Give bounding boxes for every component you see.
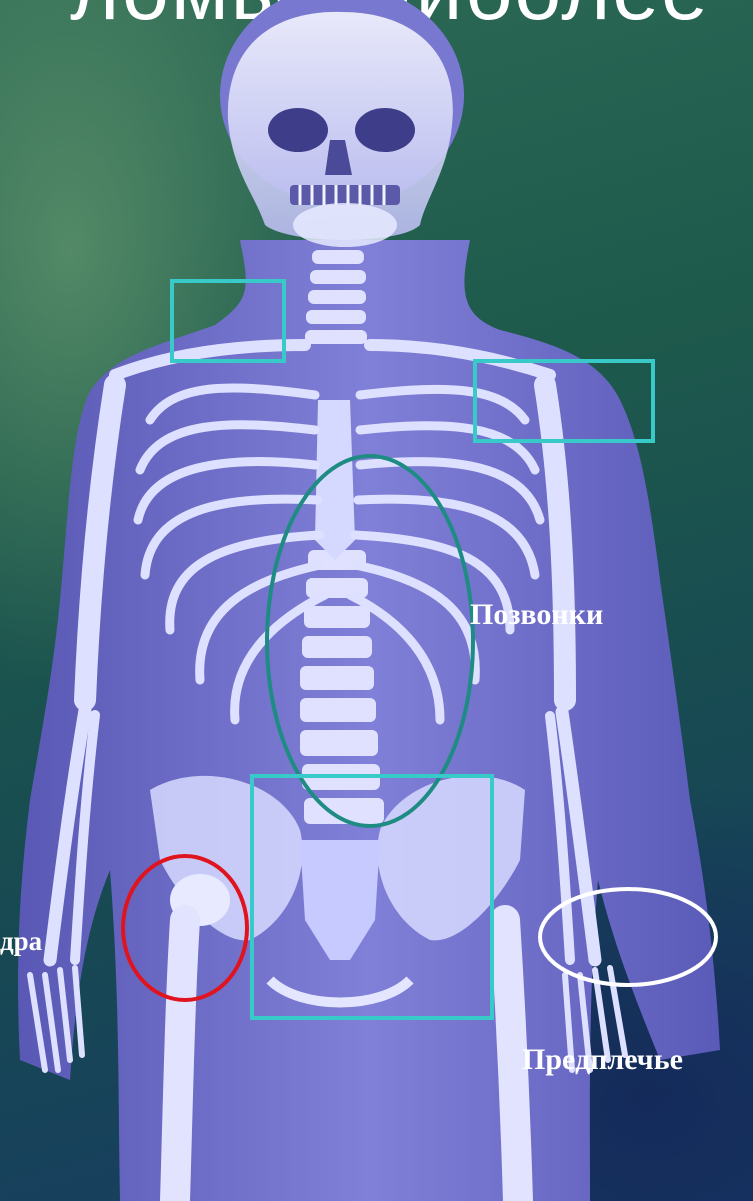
vertebrae-label: Позвонки bbox=[470, 598, 603, 632]
forearm-label: Предплечье bbox=[522, 1043, 683, 1077]
skull bbox=[220, 0, 464, 247]
hip-label: дра bbox=[0, 926, 42, 957]
